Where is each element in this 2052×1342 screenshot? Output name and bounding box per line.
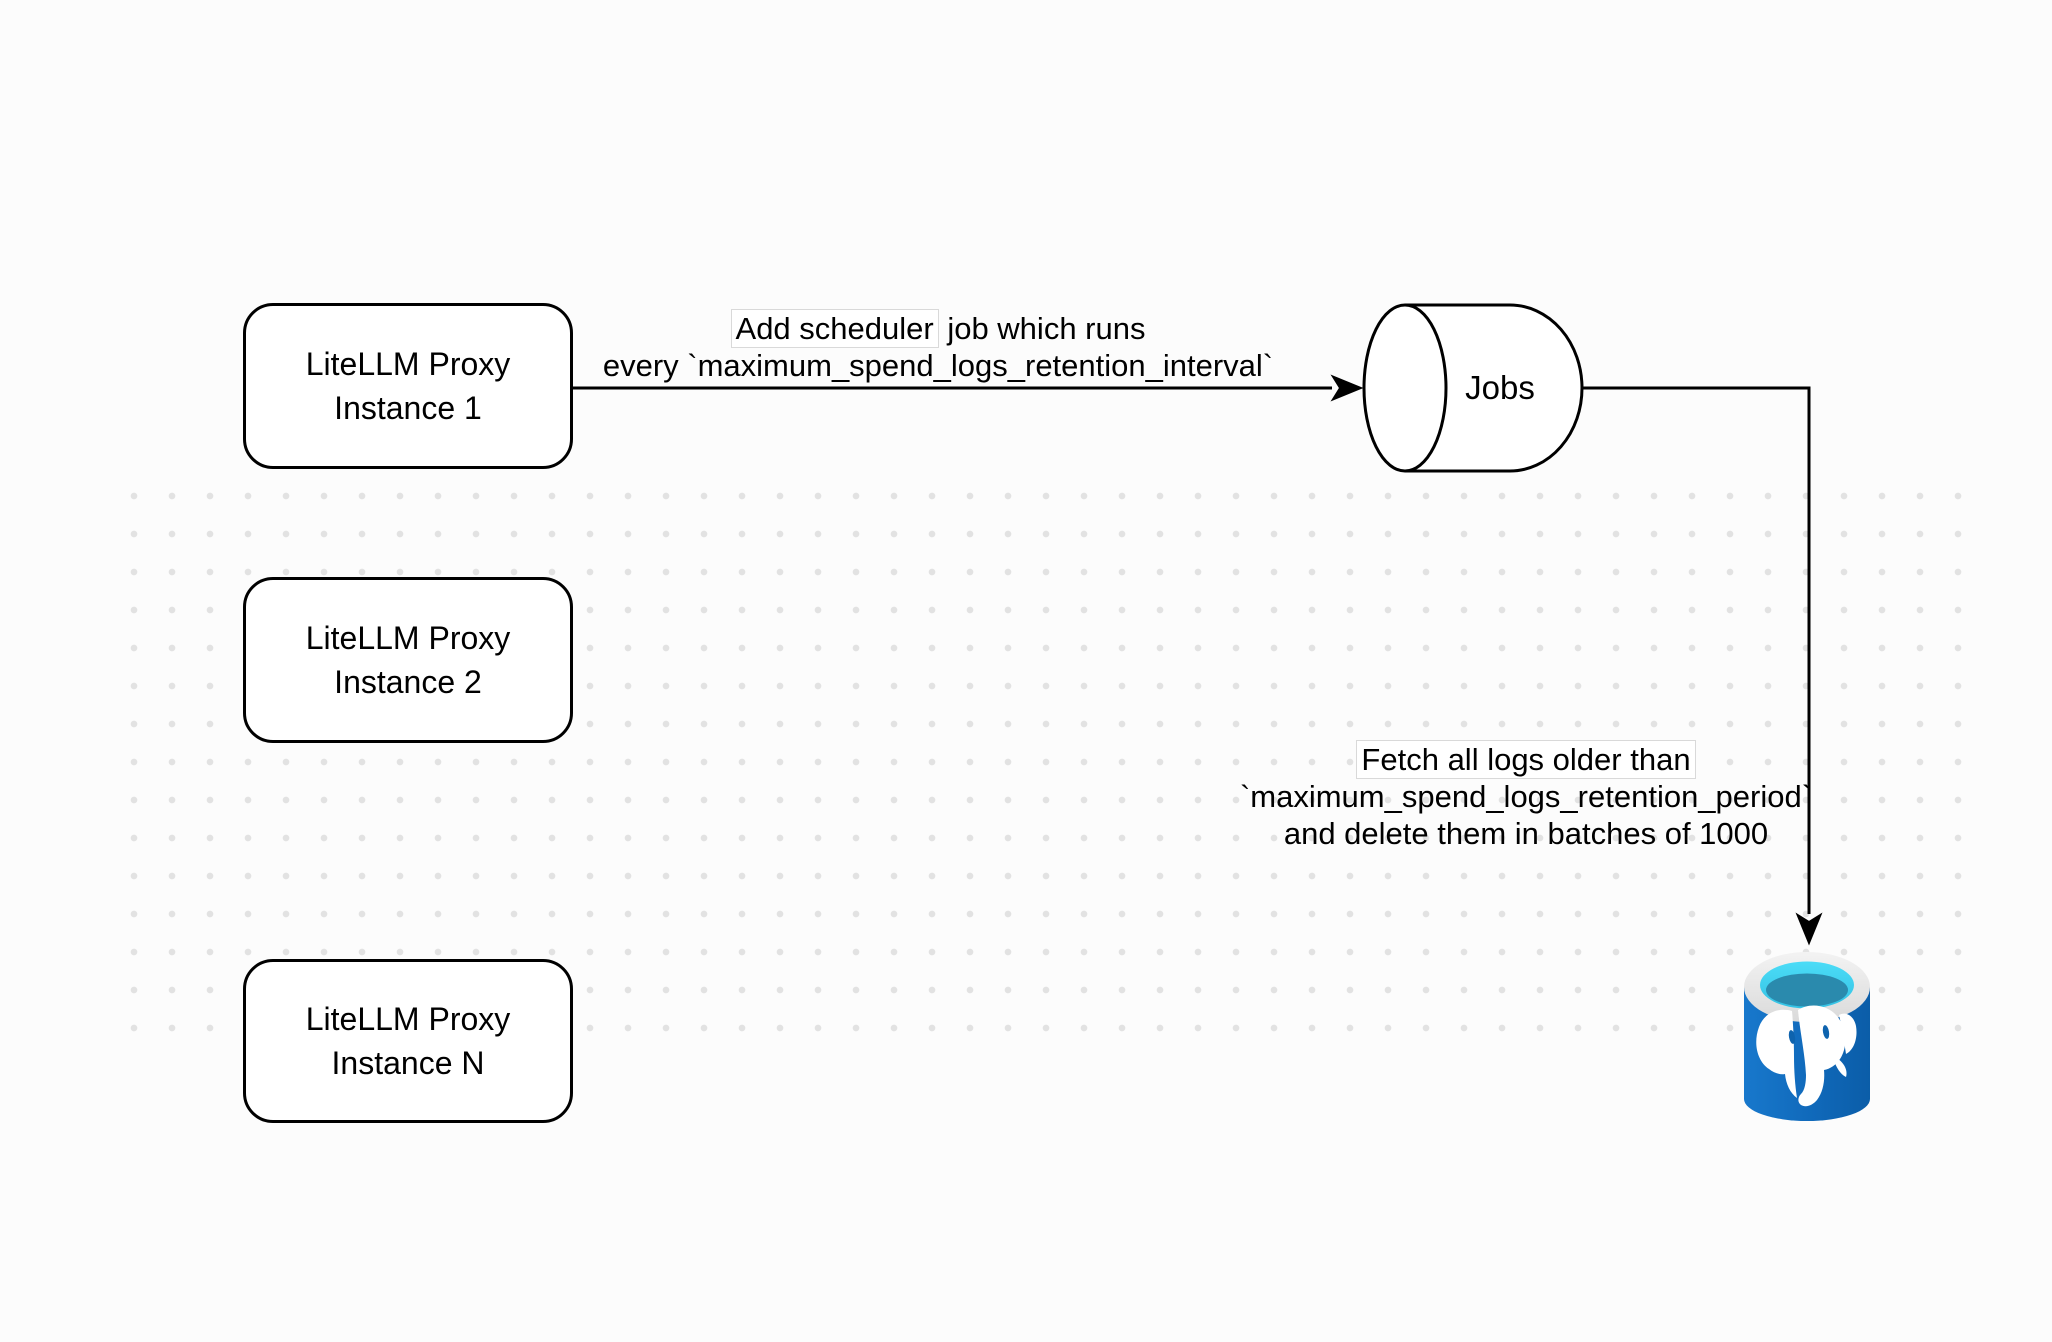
edge-label-text: job which runs <box>938 311 1146 346</box>
cylinder-body-fill <box>1405 305 1582 471</box>
elephant-face-trunk <box>1798 1005 1846 1107</box>
node-litellm-proxy-instance-n: LiteLLM Proxy Instance N <box>243 959 573 1123</box>
cylinder-face-ellipse <box>1362 303 1448 473</box>
database-liquid-shadow <box>1766 973 1848 1007</box>
edge-label-line: `maximum_spend_logs_retention_period` <box>1239 779 1813 814</box>
node-label-line2: Instance 2 <box>334 664 482 700</box>
jobs-node-label: Jobs <box>1465 369 1535 406</box>
node-label-line2: Instance 1 <box>334 390 482 426</box>
elephant-right-eye <box>1822 1025 1830 1039</box>
edge-label-line: Add scheduler job which runs <box>588 309 1288 348</box>
edge-label-line: every `maximum_spend_logs_retention_inte… <box>602 348 1274 383</box>
node-jobs-cylinder <box>1362 303 1584 473</box>
cylinder-body-outline <box>1405 303 1584 473</box>
edge-label-line: and delete them in batches of 1000 <box>1283 816 1769 851</box>
edge-label-fetch: Fetch all logs older than `maximum_spend… <box>1176 740 1876 852</box>
elephant-left-ear <box>1756 1009 1797 1098</box>
node-label-line1: LiteLLM Proxy <box>305 1001 511 1037</box>
node-litellm-proxy-instance-2: LiteLLM Proxy Instance 2 <box>243 577 573 743</box>
elephant-right-ear <box>1839 1013 1857 1054</box>
node-litellm-proxy-instance-1: LiteLLM Proxy Instance 1 <box>243 303 573 469</box>
postgresql-icon <box>1744 952 1870 1121</box>
arrow-jobs-to-postgres <box>1583 386 1823 946</box>
edge-label-highlight: Fetch all logs older than <box>1356 740 1696 779</box>
edge-label-line: Fetch all logs older than <box>1176 740 1876 779</box>
elephant-left-eye <box>1788 1030 1796 1044</box>
edge-label-scheduler: Add scheduler job which runs every `maxi… <box>588 309 1288 384</box>
postgres-elephant-logo <box>1756 1005 1857 1107</box>
edge-label-highlight: Add scheduler <box>730 309 939 348</box>
elephant-tusk <box>1834 1058 1847 1077</box>
node-label-line2: Instance N <box>331 1045 485 1081</box>
node-label-line1: LiteLLM Proxy <box>305 346 511 382</box>
node-label-line1: LiteLLM Proxy <box>305 620 511 656</box>
